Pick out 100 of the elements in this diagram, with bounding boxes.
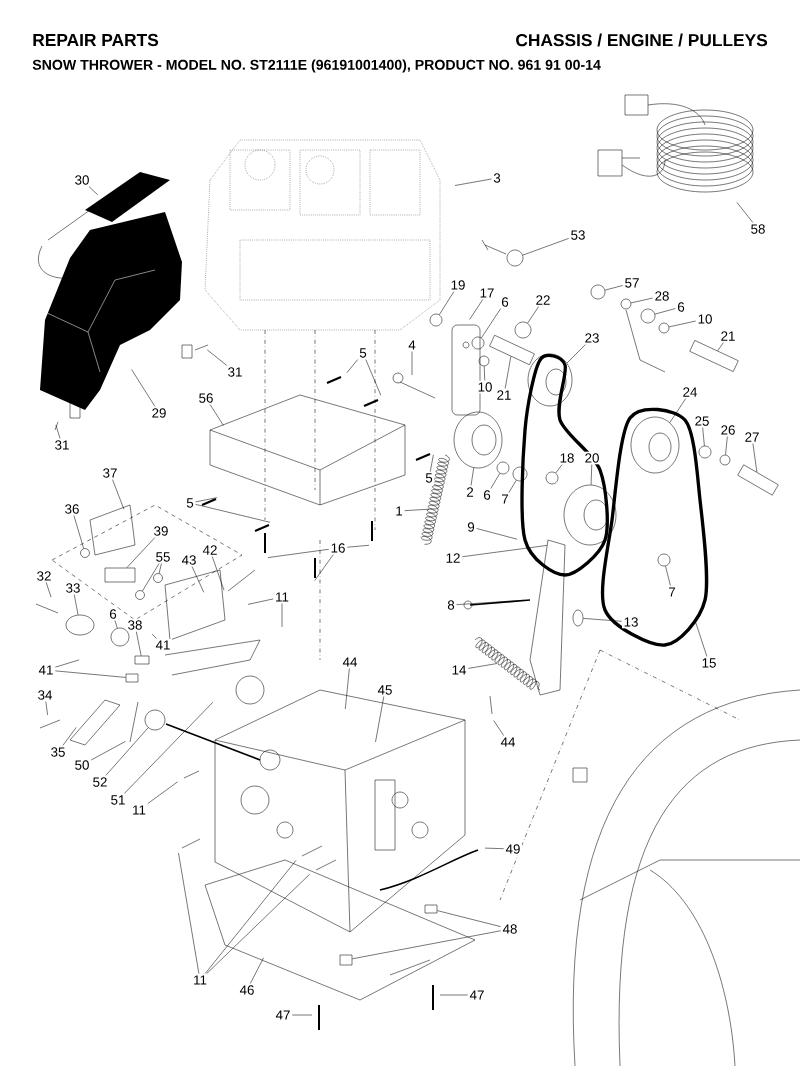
leader-line (439, 994, 468, 996)
callout-number: 49 (504, 842, 522, 856)
callout-number: 11 (130, 803, 148, 817)
leader-line (207, 349, 227, 366)
callout-number: 38 (126, 618, 144, 632)
callout-number: 23 (583, 331, 601, 345)
leader-line (566, 344, 586, 364)
callout-number: 25 (693, 414, 711, 428)
callout-number: 15 (700, 656, 718, 670)
leader-line (195, 497, 218, 503)
leader-line (665, 565, 671, 586)
leader-line (142, 563, 160, 592)
part-circle (144, 709, 166, 731)
leader-line (55, 659, 80, 668)
callout-number: 47 (468, 988, 486, 1002)
callout-number: 44 (341, 655, 359, 669)
leader-line (483, 366, 485, 381)
leader-line (736, 202, 754, 223)
callout-number: 31 (53, 438, 71, 452)
callout-number: 21 (495, 388, 513, 402)
callout-number: 7 (666, 585, 678, 599)
leader-line (468, 663, 498, 669)
leader-line (346, 359, 358, 373)
part-circle (527, 353, 573, 407)
callout-number: 22 (534, 293, 552, 307)
callout-number: 27 (743, 430, 761, 444)
leader-line (209, 404, 224, 426)
leader-line (204, 860, 297, 974)
callout-number: 34 (36, 688, 54, 702)
callout-number: 48 (501, 922, 519, 936)
callout-number: 2 (464, 485, 476, 499)
leader-line (490, 473, 501, 489)
leader-line (206, 873, 311, 974)
leader-line (668, 320, 696, 328)
leader-line (454, 178, 492, 186)
callout-number: 37 (101, 466, 119, 480)
leader-line (292, 1014, 313, 1016)
leader-line (508, 479, 517, 493)
callout-number: 43 (180, 553, 198, 567)
leader-line (702, 427, 705, 447)
callout-number: 50 (73, 758, 91, 772)
callout-number: 12 (444, 551, 462, 565)
part-circle (590, 284, 606, 300)
callout-number: 24 (681, 385, 699, 399)
callout-number: 6 (107, 607, 119, 621)
callout-number: 44 (499, 735, 517, 749)
callout-number: 20 (583, 451, 601, 465)
callout-number: 39 (152, 524, 170, 538)
leader-line (481, 308, 501, 339)
leader-line (267, 549, 329, 558)
part-circle (512, 466, 528, 482)
model-line: SNOW THROWER - MODEL NO. ST2111E (96191001400), PRODUCT NO. 961 91 00-14 (32, 59, 601, 73)
leader-line (247, 598, 274, 605)
callout-number: 1 (393, 504, 405, 518)
callout-number: 13 (622, 615, 640, 629)
callout-number: 8 (445, 598, 457, 612)
leader-line (136, 631, 142, 656)
callout-number: 58 (749, 222, 768, 236)
leader-line (212, 556, 225, 591)
callout-number: 35 (49, 745, 67, 759)
leader-line (88, 186, 99, 196)
leader-line (178, 852, 200, 974)
leader-line (114, 620, 118, 629)
callout-number: 57 (623, 276, 641, 290)
leader-line (55, 424, 61, 439)
leader-line (527, 306, 539, 324)
callout-number: 41 (37, 663, 55, 677)
callout-number: 16 (329, 541, 347, 555)
leader-line (105, 727, 149, 776)
leader-line (725, 436, 728, 456)
callout-number: 18 (558, 451, 576, 465)
callout-number: 9 (465, 520, 477, 534)
callout-number: 5 (423, 471, 435, 485)
leader-line (462, 545, 548, 558)
callout-number: 19 (449, 278, 467, 292)
callout-number: 42 (201, 543, 219, 557)
callout-number: 11 (191, 973, 209, 987)
part-circle (630, 416, 680, 474)
leader-line (654, 308, 676, 315)
leader-line (73, 515, 84, 549)
leader-line (347, 545, 370, 548)
part-circle (65, 614, 95, 636)
callout-number: 55 (154, 550, 172, 564)
leader-line (404, 508, 430, 511)
callout-number: 21 (719, 329, 737, 343)
part-circle (514, 321, 532, 339)
leader-line (112, 479, 125, 510)
leader-line (522, 238, 569, 256)
leader-line (365, 359, 382, 396)
leader-line (345, 668, 350, 710)
leader-line (717, 342, 724, 352)
leader-line (555, 464, 563, 474)
leader-line (74, 594, 79, 616)
leader-line (195, 504, 271, 523)
callout-number: 53 (569, 228, 587, 242)
part-circle (563, 484, 617, 546)
callout-number: 14 (450, 663, 468, 677)
leader-line (250, 957, 264, 984)
part-bar (689, 340, 739, 372)
callout-number: 26 (719, 423, 737, 437)
